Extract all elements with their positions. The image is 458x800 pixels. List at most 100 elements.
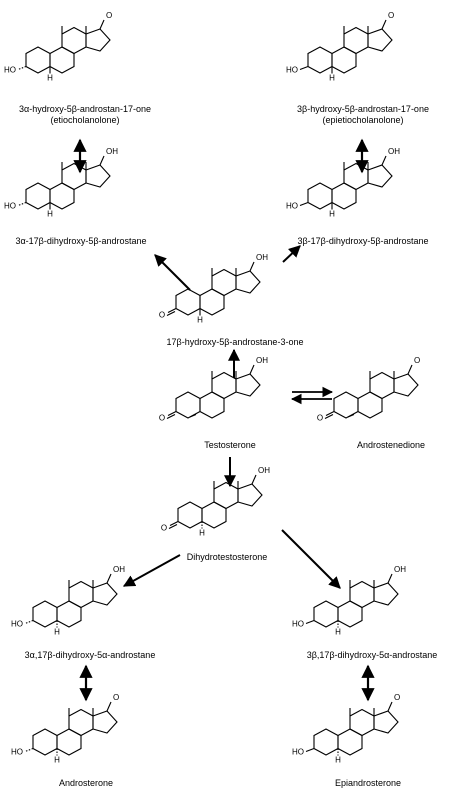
ring-a [25, 182, 51, 210]
c17-bond [249, 364, 255, 375]
label-etiocholanolone: 3α-hydroxy-5β-androstan-17-one (etiochol… [10, 104, 160, 126]
ring-b [49, 182, 75, 210]
c17-label: O [394, 693, 400, 702]
c5-label: H [199, 529, 205, 538]
c3-carbonyl [325, 411, 335, 416]
ring-b [56, 600, 82, 628]
arrow-to-diol-3a-5a [122, 554, 181, 587]
ring-d [367, 28, 393, 52]
ring-d [92, 710, 118, 734]
ring-b [337, 728, 363, 756]
ring-b [199, 288, 225, 316]
label-diol-3b-5b: 3β-17β-dihydroxy-5β-androstane [297, 236, 429, 246]
c5-label: H [54, 756, 60, 765]
label-testosterone: Testosterone [204, 440, 256, 450]
c17-label: O [414, 356, 420, 365]
c3-label: HO [286, 66, 298, 75]
c3-label: HO [286, 202, 298, 211]
ring-c [68, 580, 94, 609]
c5-label: H [329, 210, 335, 219]
ring-b [201, 501, 227, 529]
ring-a [333, 391, 359, 419]
ring-d [85, 28, 111, 52]
label-etiocholanolone-trivial: (etiocholanolone) [50, 115, 120, 125]
ring-a [307, 182, 333, 210]
c5-label: H [47, 210, 53, 219]
structure-androstenedione: OO [317, 356, 420, 423]
c3-carbonyl [167, 308, 177, 313]
c3-bond [299, 65, 309, 71]
label-epietiocholanolone-name: 3β-hydroxy-5β-androstan-17-one [297, 104, 429, 114]
ring-a [32, 728, 58, 756]
arrow-to-diol-3a-5b [154, 254, 191, 291]
ring-d [235, 270, 261, 294]
c3-label: O [161, 524, 167, 533]
c17-bond [106, 701, 112, 712]
c17-label: O [388, 11, 394, 20]
c3-bond [299, 201, 309, 207]
ring-d [373, 710, 399, 734]
c3-label: O [159, 414, 165, 423]
c3-label: O [317, 414, 323, 423]
ring-d [237, 483, 263, 507]
c17-label: OH [258, 466, 270, 475]
label-androsterone: Androsterone [58, 778, 114, 788]
c17-bond [99, 155, 105, 166]
ring-c [211, 268, 237, 297]
ring-d [393, 373, 419, 397]
c3-label: HO [11, 620, 23, 629]
ring-b [357, 391, 383, 419]
ring-b [337, 600, 363, 628]
ring-c [343, 26, 369, 55]
ring-d [373, 582, 399, 606]
c17-bond [381, 155, 387, 166]
label-diol-3a-5b: 3α-17β-dihydroxy-5β-androstane [15, 236, 147, 246]
reaction-arrows [73, 138, 375, 702]
ring-c [211, 371, 237, 400]
ring-d [85, 164, 111, 188]
label-epietiocholanolone-trivial: (epietiocholanolone) [322, 115, 404, 125]
c17-bond [106, 573, 112, 584]
delta4-bond [189, 413, 197, 418]
c17-bond [387, 573, 393, 584]
ring-a [32, 600, 58, 628]
ring-d [92, 582, 118, 606]
c3-label: O [159, 311, 165, 320]
c17-label: OH [394, 565, 406, 574]
c17-label: OH [256, 253, 268, 262]
c5-label: H [329, 74, 335, 83]
c17-label: OH [256, 356, 268, 365]
arrow-to-diol-3b-5a [281, 529, 341, 589]
c3-bond [17, 201, 27, 207]
c3-bond [305, 619, 315, 625]
ring-c [213, 481, 239, 510]
ring-a [175, 391, 201, 419]
ring-a [313, 600, 339, 628]
ring-a [313, 728, 339, 756]
c17-bond [249, 261, 255, 272]
c3-label: HO [292, 620, 304, 629]
c17-bond [381, 19, 387, 30]
c17-label: OH [113, 565, 125, 574]
ring-b [56, 728, 82, 756]
ring-c [61, 26, 87, 55]
c3-bond [24, 747, 34, 753]
c5-label: H [335, 628, 341, 637]
c5-label: H [54, 628, 60, 637]
c17-bond [99, 19, 105, 30]
label-etiocholanolone-name: 3α-hydroxy-5β-androstan-17-one [19, 104, 151, 114]
label-diol-3a-5a: 3α,17β-dihydroxy-5α-androstane [24, 650, 156, 660]
label-epiandrosterone: Epiandrosterone [334, 778, 402, 788]
structure-diol-3a-5a: OH HO H [11, 565, 125, 637]
c5-label: H [335, 756, 341, 765]
c3-label: HO [4, 202, 16, 211]
c17-label: O [106, 11, 112, 20]
arrow-to-diol-3b-5b [282, 245, 301, 263]
ring-b [331, 182, 357, 210]
c17-bond [387, 701, 393, 712]
